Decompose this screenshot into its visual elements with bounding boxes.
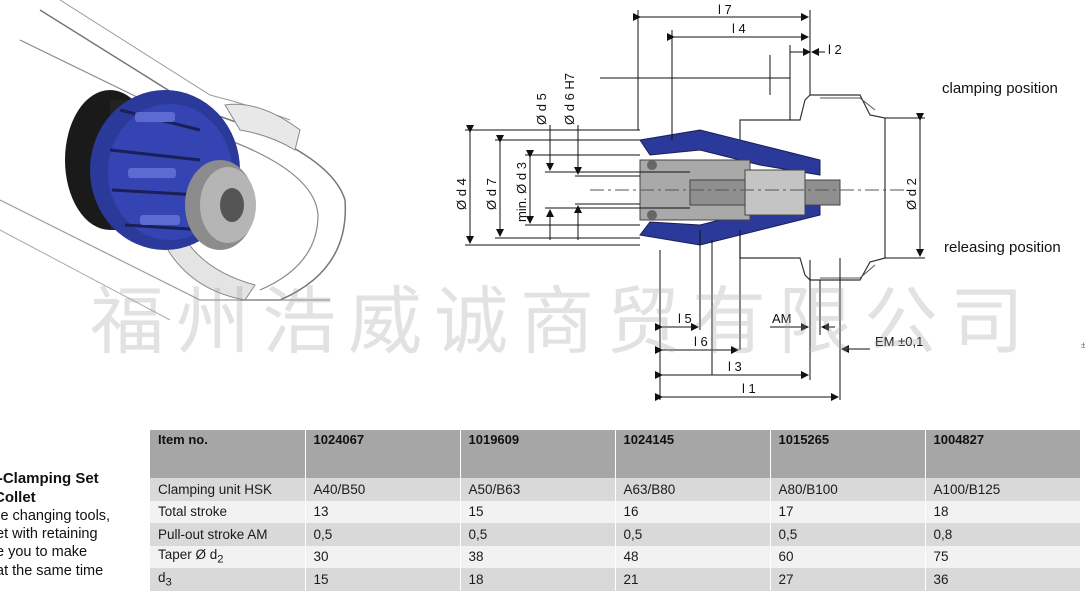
table-cell: 13 xyxy=(305,501,460,524)
product-description: 5 K-Clamping Set Collet ile changing too… xyxy=(0,430,150,584)
dim-d6: Ø d 6 H7 xyxy=(562,73,577,125)
row-label: Taper Ø d2 xyxy=(150,546,305,569)
table-cell: A63/B80 xyxy=(615,478,770,501)
description-line: et with retaining xyxy=(0,526,98,542)
product-heading: K-Clamping Set xyxy=(0,470,99,487)
table-row: Taper Ø d2 30 38 48 60 75 xyxy=(150,546,1080,569)
dim-d4: Ø d 4 xyxy=(454,178,469,210)
scroll-marker: ± xyxy=(1081,340,1085,352)
table-cell: 21 xyxy=(615,568,770,591)
table-cell: 0,5 xyxy=(305,523,460,546)
table-cell: 18 xyxy=(925,501,1080,524)
technical-drawing: l 7 l 4 l 2 l 5 AM l 6 EM ±0,1 l 3 l 1 Ø… xyxy=(440,0,1080,410)
dim-em: EM ±0,1 xyxy=(875,334,923,349)
dim-l4: l 4 xyxy=(732,21,746,36)
dim-d3: min. Ø d 3 xyxy=(514,162,529,222)
clamping-position-label: clamping position xyxy=(942,80,1058,97)
header-item-no: Item no. xyxy=(150,430,305,478)
row-label: d3 xyxy=(150,568,305,591)
table-header-row: Item no. 1024067 1019609 1024145 1015265… xyxy=(150,430,1080,478)
table-cell: 16 xyxy=(615,501,770,524)
table-cell: A50/B63 xyxy=(460,478,615,501)
header-item-number: 1015265 xyxy=(770,430,925,478)
table-cell: 0,5 xyxy=(460,523,615,546)
description-line: at the same time xyxy=(0,563,103,579)
row-label: Clamping unit HSK xyxy=(150,478,305,501)
table-cell: 0,8 xyxy=(925,523,1080,546)
row-label: Total stroke xyxy=(150,501,305,524)
spec-table: Item no. 1024067 1019609 1024145 1015265… xyxy=(150,430,1081,591)
dim-l7: l 7 xyxy=(718,2,732,17)
table-cell: 27 xyxy=(770,568,925,591)
description-line: ile changing tools, xyxy=(0,508,110,524)
dim-d7: Ø d 7 xyxy=(484,178,499,210)
table-row: Total stroke 13 15 16 17 18 xyxy=(150,501,1080,524)
table-row: d3 15 18 21 27 36 xyxy=(150,568,1080,591)
dim-d5: Ø d 5 xyxy=(534,93,549,125)
dim-l5: l 5 xyxy=(678,311,692,326)
table-cell: 17 xyxy=(770,501,925,524)
table-cell: 30 xyxy=(305,546,460,569)
row-label-text: Taper Ø d xyxy=(158,547,217,562)
dim-l6: l 6 xyxy=(694,334,708,349)
table-cell: 36 xyxy=(925,568,1080,591)
table-cell: A80/B100 xyxy=(770,478,925,501)
row-label-subscript: 3 xyxy=(166,577,172,589)
row-label-text: d xyxy=(158,570,166,585)
header-item-number: 1004827 xyxy=(925,430,1080,478)
dim-d2: Ø d 2 xyxy=(904,178,919,210)
table-cell: 15 xyxy=(305,568,460,591)
table-cell: 48 xyxy=(615,546,770,569)
header-item-number: 1024067 xyxy=(305,430,460,478)
header-item-number: 1024145 xyxy=(615,430,770,478)
table-cell: 60 xyxy=(770,546,925,569)
dim-l2: l 2 xyxy=(828,42,842,57)
table-cell: 0,5 xyxy=(770,523,925,546)
table-cell: A100/B125 xyxy=(925,478,1080,501)
table-cell: 75 xyxy=(925,546,1080,569)
dim-am: AM xyxy=(772,311,792,326)
dim-l1: l 1 xyxy=(742,381,756,396)
releasing-position-label: releasing position xyxy=(944,239,1061,256)
product-subheading: Collet xyxy=(0,489,36,506)
table-cell: 0,5 xyxy=(615,523,770,546)
header-item-number: 1019609 xyxy=(460,430,615,478)
table-cell: 18 xyxy=(460,568,615,591)
description-line: e you to make xyxy=(0,544,87,560)
row-label-subscript: 2 xyxy=(217,554,223,566)
table-cell: 15 xyxy=(460,501,615,524)
dim-l3: l 3 xyxy=(728,359,742,374)
table-cell: A40/B50 xyxy=(305,478,460,501)
table-row: Pull-out stroke AM 0,5 0,5 0,5 0,5 0,8 xyxy=(150,523,1080,546)
table-row: Clamping unit HSK A40/B50 A50/B63 A63/B8… xyxy=(150,478,1080,501)
table-cell: 38 xyxy=(460,546,615,569)
clamping-set-illustration xyxy=(0,0,360,320)
row-label: Pull-out stroke AM xyxy=(150,523,305,546)
